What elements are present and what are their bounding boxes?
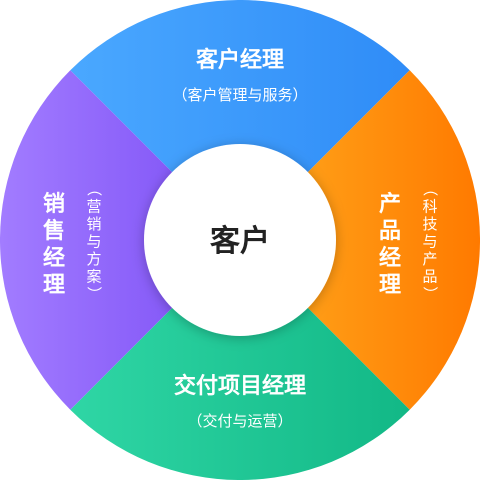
right-title-char: 理: [379, 273, 401, 298]
right-title-char: 产: [379, 192, 401, 217]
bottom-title: 交付项目经理: [174, 373, 306, 399]
left-subtitle-char: 营: [86, 198, 101, 216]
left-subtitle-char: ）: [85, 286, 103, 301]
right-subtitle-char: 与: [422, 233, 437, 251]
segment-delivery-manager: [70, 240, 410, 480]
right-title-char: 经: [379, 245, 401, 271]
right-title-char: 品: [379, 219, 401, 244]
center-label: 客户: [210, 224, 270, 259]
left-title-char: 经: [43, 245, 65, 271]
left-subtitle-char: 案: [86, 268, 101, 286]
top-title: 客户经理: [196, 47, 284, 73]
left-subtitle-char: 方: [86, 250, 101, 268]
left-subtitle-char: 与: [86, 233, 101, 251]
right-subtitle-char: （: [421, 181, 439, 196]
right-subtitle-char: 科: [422, 198, 437, 216]
left-title-char: 售: [43, 218, 65, 244]
right-subtitle-char: 品: [422, 268, 437, 286]
top-subtitle: （客户管理与服务）: [172, 86, 307, 104]
segment-sales-manager: [0, 70, 240, 410]
left-title-char: 理: [43, 273, 65, 298]
left-title-char: 销: [43, 192, 65, 217]
segment-product-manager: [240, 70, 480, 410]
right-subtitle-char: ）: [421, 286, 439, 301]
segment-customer-manager: [70, 0, 410, 240]
left-subtitle-char: （: [85, 181, 103, 196]
right-subtitle-char: 产: [422, 250, 437, 268]
bottom-subtitle: （交付与运营）: [187, 412, 292, 430]
left-subtitle-char: 销: [86, 215, 101, 233]
center-circle: [144, 144, 336, 336]
right-subtitle-char: 技: [422, 215, 437, 233]
